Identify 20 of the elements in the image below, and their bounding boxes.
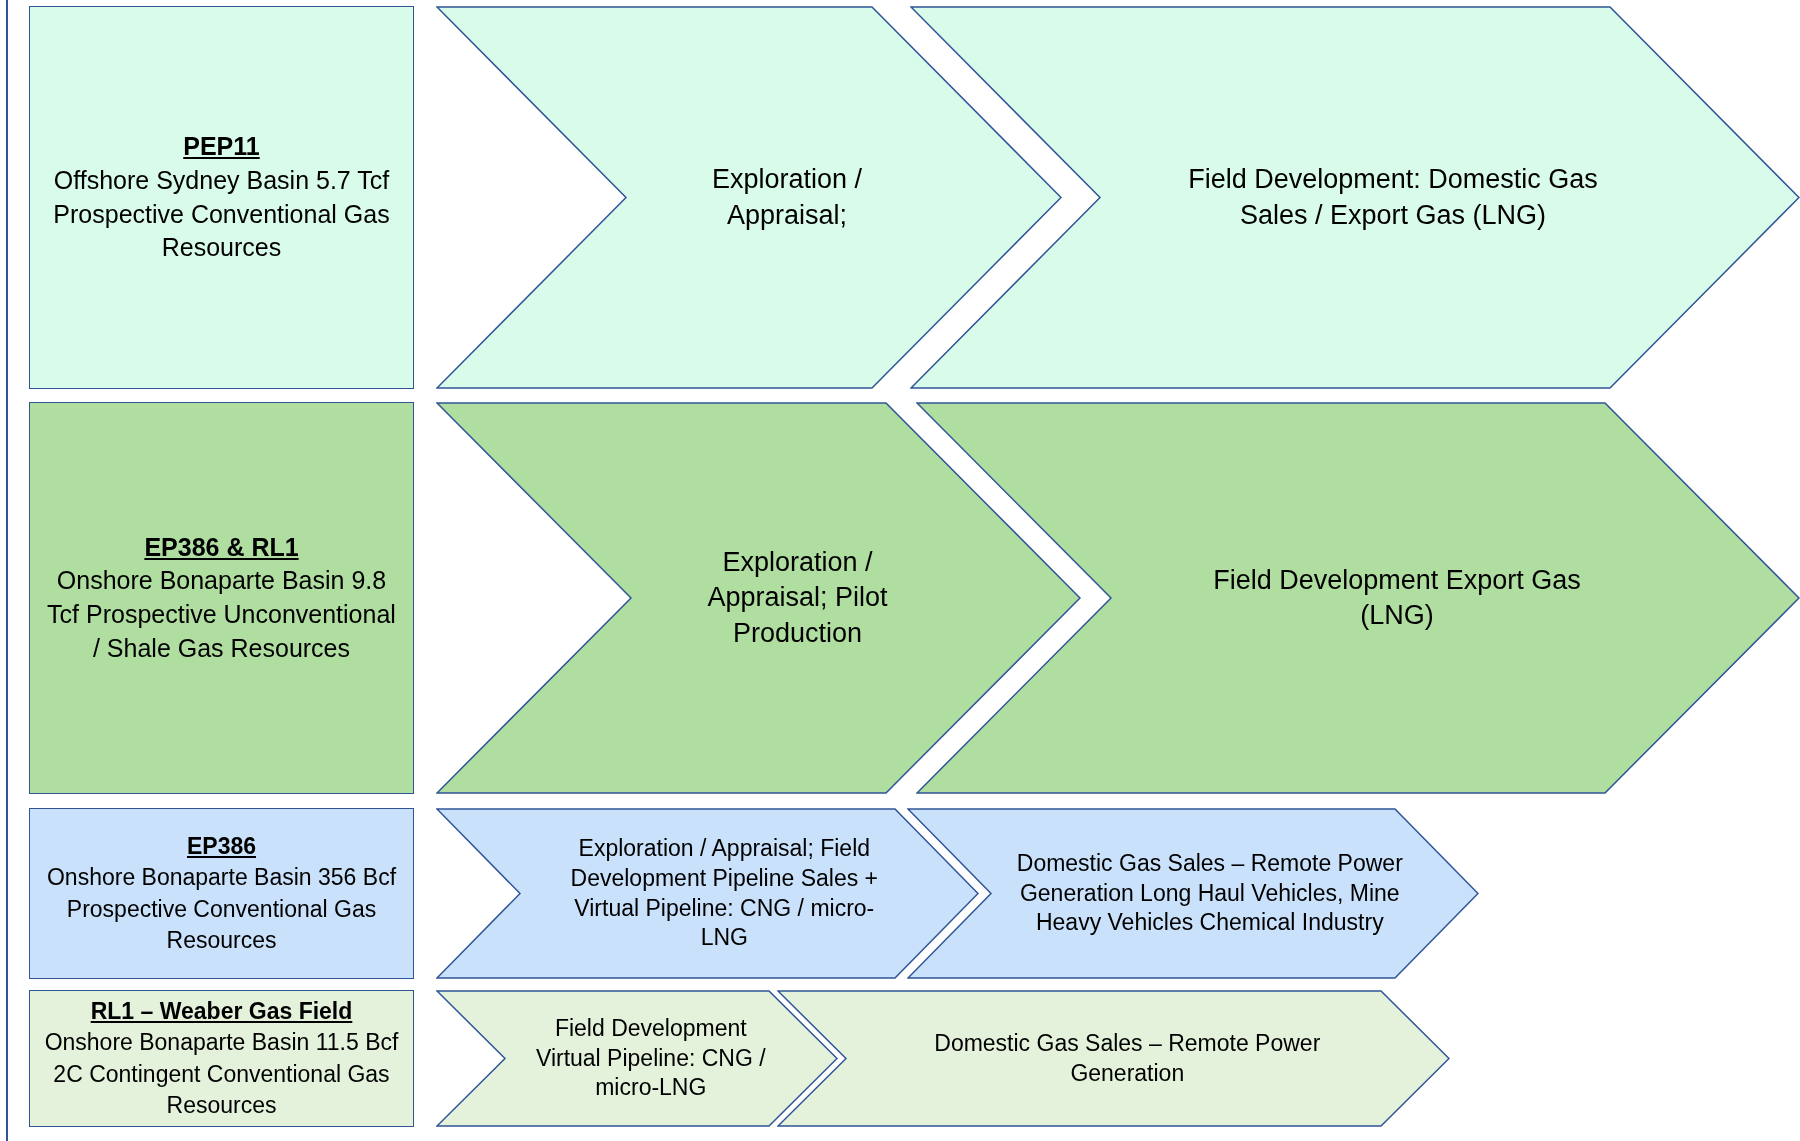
card-heading: RL1 – Weaber Gas Field bbox=[90, 997, 353, 1027]
chevron-label: Field Development Export Gas (LNG) bbox=[1212, 563, 1582, 632]
info-card bbox=[29, 6, 414, 389]
card-text: Onshore Bonaparte Basin 11.5 Bcf 2C Contingent Conventional Gas Resources bbox=[44, 1028, 399, 1120]
chevron-label: Exploration / Appraisal; bbox=[710, 163, 864, 232]
chevron-label: Field Development Virtual Pipeline: CNG / micro-LNG bbox=[534, 1013, 767, 1103]
info-card bbox=[29, 808, 414, 979]
chevron-label: Exploration / Appraisal; Field Development Pipeline Sales + Virtual Pipeline: CNG / micro-LNG bbox=[569, 833, 880, 953]
card-text: Onshore Bonaparte Basin 356 Bcf Prospective Conventional Gas Resources bbox=[45, 863, 398, 955]
card-heading: PEP11 bbox=[183, 131, 260, 162]
info-card bbox=[29, 402, 414, 794]
card-text: Offshore Sydney Basin 5.7 Tcf Prospective Conventional Gas Resources bbox=[52, 164, 391, 264]
info-card bbox=[29, 990, 414, 1127]
chevron-label: Domestic Gas Sales – Remote Power Generation bbox=[933, 1028, 1322, 1088]
chevron-label: Field Development: Domestic Gas Sales / Export Gas (LNG) bbox=[1187, 163, 1599, 232]
card-text: Onshore Bonaparte Basin 9.8 Tcf Prospective Unconventional / Shale Gas Resources bbox=[46, 565, 397, 664]
card-heading: EP386 & RL1 bbox=[144, 531, 299, 563]
card-heading: EP386 bbox=[186, 832, 257, 862]
chevron-label: Domestic Gas Sales – Remote Power Generation Long Haul Vehicles, Mine Heavy Vehicles Chemical Industry bbox=[1015, 848, 1404, 938]
chevron-label: Exploration / Appraisal; Pilot Production bbox=[706, 546, 889, 650]
